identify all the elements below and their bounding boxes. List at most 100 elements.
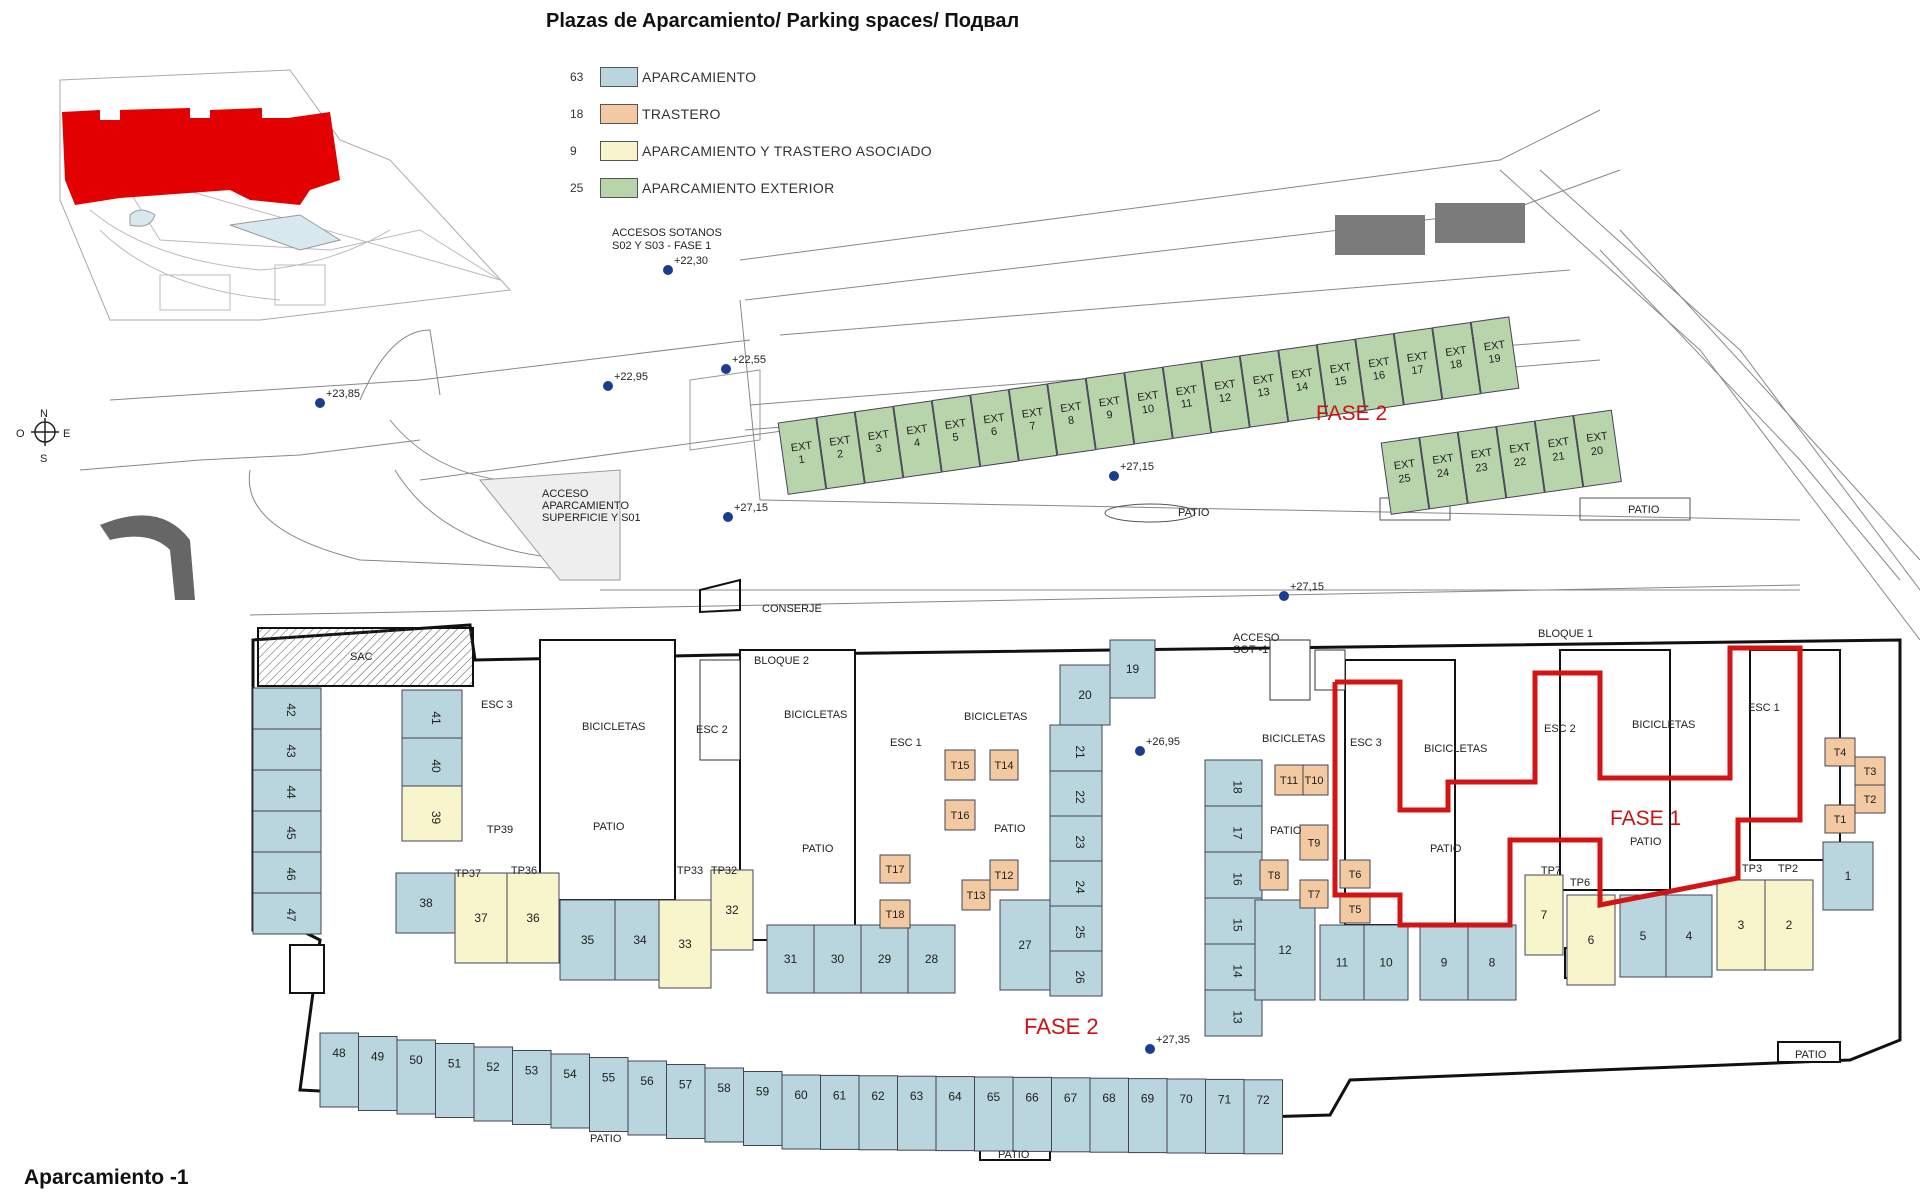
trastero-storage <box>1854 784 1886 814</box>
parking-space-number: 45 <box>284 826 298 840</box>
trastero-storage <box>1259 859 1289 891</box>
parking-space <box>1089 1077 1129 1153</box>
level-value: +26,95 <box>1146 736 1180 748</box>
parking-space-number: 56 <box>640 1074 654 1088</box>
trastero-label: T10 <box>1305 775 1324 787</box>
ext-parking-space <box>1496 420 1545 499</box>
ext-space-label: EXT <box>1406 350 1429 365</box>
parking-space-number: 36 <box>526 911 540 925</box>
trastero-storage <box>1274 764 1304 796</box>
parking-space <box>512 1050 552 1125</box>
parking-space-number: 33 <box>678 937 692 951</box>
parking-space-number: 72 <box>1256 1093 1270 1107</box>
parking-space <box>858 1075 898 1151</box>
parking-space <box>1243 1079 1283 1155</box>
parking-space-number: 63 <box>910 1089 924 1103</box>
patio-label: PATIO <box>590 1133 622 1145</box>
floor-title: Aparcamiento -1 <box>24 1166 189 1189</box>
patio-label: PATIO <box>998 1149 1030 1161</box>
trastero-storage <box>944 799 976 831</box>
parking-space-number: 66 <box>1025 1090 1039 1104</box>
ext-space-label: EXT <box>1547 436 1570 451</box>
parking-space-number: 52 <box>486 1060 500 1074</box>
tp-label: TP3 <box>1742 863 1762 875</box>
trastero-label: T12 <box>995 870 1014 882</box>
parking-space <box>506 872 560 964</box>
parking-space-number: 61 <box>833 1088 847 1102</box>
acceso-aparcamiento-label: ACCESO <box>542 488 589 500</box>
trastero-label: T18 <box>886 909 905 921</box>
acceso-sot-label: SOT -1 <box>1233 644 1268 656</box>
parking-space <box>1051 1077 1091 1153</box>
parking-space-number: 2 <box>1786 918 1793 932</box>
parking-space <box>1665 894 1713 978</box>
parking-space-number: 50 <box>409 1053 423 1067</box>
level-value: +22,55 <box>732 354 766 366</box>
ext-parking-space <box>1316 338 1366 417</box>
parking-space-number: 11 <box>1336 956 1349 970</box>
parking-space-number: 40 <box>429 759 443 773</box>
parking-space-number: 25 <box>1073 925 1087 939</box>
legend-label: APARCAMIENTO <box>642 68 757 85</box>
parking-space-number: 54 <box>563 1067 577 1081</box>
ext-space-label: EXT <box>1393 458 1416 473</box>
trastero-label: T13 <box>967 890 986 902</box>
parking-space-number: 58 <box>717 1081 731 1095</box>
parking-space-number: 1 <box>1845 869 1852 883</box>
bicicletas-label: BICICLETAS <box>964 711 1027 723</box>
parking-space <box>1764 879 1814 971</box>
ext-space-label: EXT <box>1509 441 1532 456</box>
trastero-label: T9 <box>1308 838 1321 850</box>
parking-space <box>860 924 909 994</box>
parking-space <box>1205 1078 1245 1154</box>
parking-space <box>781 1074 821 1150</box>
ext-space-label: EXT <box>1586 430 1609 445</box>
level-value: +22,30 <box>674 255 708 267</box>
ext-space-number: 5 <box>952 431 960 444</box>
parking-space-number: 27 <box>1018 938 1032 952</box>
acceso-sot-label: ACCESO <box>1233 632 1280 644</box>
ext-space-label: EXT <box>944 417 967 432</box>
parking-space <box>1166 1078 1206 1154</box>
legend-count: 9 <box>570 143 577 158</box>
level-marker-icon <box>663 265 673 275</box>
level-marker-icon <box>1109 471 1119 481</box>
legend-count: 63 <box>570 69 584 84</box>
parking-space <box>1822 841 1874 911</box>
tp-label: TP32 <box>711 865 737 877</box>
legend-label: TRASTERO <box>642 105 721 122</box>
esc1-label: ESC 1 <box>890 737 922 749</box>
trastero-storage <box>1339 859 1371 889</box>
trastero-label: T15 <box>951 760 970 772</box>
parking-space-number: 65 <box>987 1090 1001 1104</box>
sac-label: SAC <box>350 651 373 663</box>
parking-space <box>704 1067 744 1143</box>
ext-space-number: 4 <box>913 437 921 450</box>
ext-space-label: EXT <box>1060 400 1083 415</box>
parking-space <box>252 687 322 730</box>
ext-space-label: EXT <box>1470 447 1493 462</box>
parking-space <box>1319 924 1365 1001</box>
compass-e: E <box>63 428 70 440</box>
parking-space <box>820 1074 860 1150</box>
parking-space-number: 10 <box>1379 956 1393 970</box>
parking-space <box>358 1036 398 1111</box>
ext-space-number: 15 <box>1334 375 1348 389</box>
bicicletas-label: BICICLETAS <box>1632 719 1695 731</box>
patio-label: PATIO <box>1628 504 1660 516</box>
trastero-label: T8 <box>1268 870 1281 882</box>
patio-label: PATIO <box>1270 825 1302 837</box>
ext-parking-space <box>1201 355 1250 434</box>
ext-space-number: 25 <box>1398 472 1412 486</box>
ext-space-label: EXT <box>1252 372 1275 387</box>
ext-space-number: 8 <box>1067 414 1075 427</box>
trastero-storage <box>1824 804 1856 834</box>
parking-space <box>1049 814 1103 862</box>
level-marker-icon <box>1279 591 1289 601</box>
parking-space-number: 9 <box>1441 956 1448 970</box>
legend: 63 APARCAMIENTO 18 TRASTERO 9 APARCAMIEN… <box>570 58 932 206</box>
legend-label: APARCAMIENTO EXTERIOR <box>642 179 835 196</box>
parking-space-number: 35 <box>581 933 595 947</box>
parking-space <box>550 1053 590 1129</box>
